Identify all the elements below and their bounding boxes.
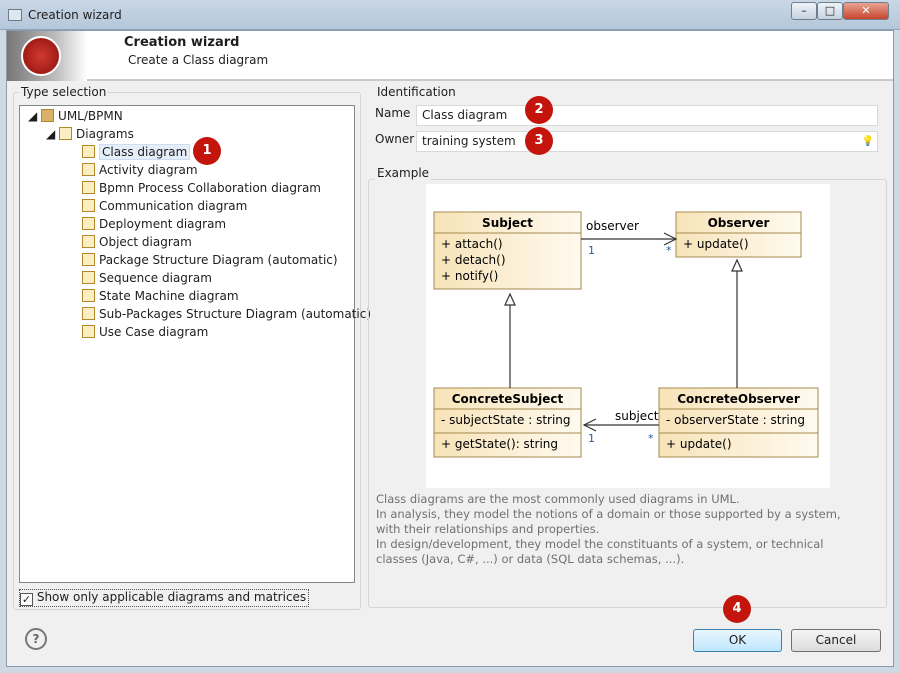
type-selection-group — [13, 92, 361, 610]
step-badge-1: 1 — [193, 137, 221, 165]
logo-icon — [21, 36, 61, 76]
step-badge-3: 3 — [525, 127, 553, 155]
close-button[interactable]: ✕ — [843, 2, 889, 20]
class-member: + attach() — [441, 237, 503, 251]
multiplicity: 1 — [588, 432, 595, 445]
diagrams-folder-icon — [59, 127, 73, 140]
step-badge-2: 2 — [525, 96, 553, 124]
diagram-type-icon — [82, 181, 95, 194]
arrowhead-icon — [663, 232, 678, 246]
generalization-triangle-icon — [504, 292, 516, 306]
diagram-type-icon — [82, 307, 95, 320]
class-member: + getState(): string — [441, 437, 558, 451]
show-applicable-checkbox[interactable]: ✓ Show only applicable diagrams and matr… — [19, 589, 310, 607]
name-input[interactable]: Class diagram — [416, 105, 878, 126]
wizard-dialog: Creation wizard Create a Class diagram T… — [6, 30, 894, 667]
wizard-header: Creation wizard Create a Class diagram — [7, 31, 893, 81]
owner-label: Owner — [375, 132, 415, 146]
title-bar: Creation wizard – □ ✕ — [0, 0, 900, 30]
tree-item-diagram-type[interactable]: Bpmn Process Collaboration diagram — [82, 179, 321, 197]
class-member: + update() — [666, 437, 732, 451]
diagram-description: Class diagrams are the most commonly use… — [376, 492, 841, 566]
class-name: ConcreteSubject — [452, 392, 564, 406]
diagram-type-icon — [82, 199, 95, 212]
tree-item-diagram-type[interactable]: Object diagram — [82, 233, 192, 251]
step-badge-4: 4 — [723, 595, 751, 623]
ok-button[interactable]: OK — [693, 629, 782, 652]
tree-item-diagram-type[interactable]: Use Case diagram — [82, 323, 208, 341]
diagram-type-icon — [82, 289, 95, 302]
multiplicity: * — [666, 244, 672, 257]
class-box — [675, 211, 802, 258]
type-selection-label: Type selection — [19, 85, 109, 99]
diagram-type-icon — [82, 253, 95, 266]
expand-arrow-icon[interactable]: ◢ — [28, 109, 42, 123]
class-member: + detach() — [441, 253, 506, 267]
diagram-type-icon — [82, 235, 95, 248]
multiplicity: 1 — [588, 244, 595, 257]
diagram-type-icon — [82, 325, 95, 338]
role-observer: observer — [586, 219, 639, 233]
class-name: Subject — [482, 216, 533, 230]
tree-item-diagram-type[interactable]: Communication diagram — [82, 197, 247, 215]
example-group — [368, 179, 887, 608]
identification-label: Identification — [375, 85, 458, 99]
tree-item-diagram-type[interactable]: Activity diagram — [82, 161, 198, 179]
uml-class: ConcreteSubject - subjectState : string + … — [433, 387, 582, 458]
class-box — [658, 387, 819, 458]
class-name: ConcreteObserver — [677, 392, 800, 406]
tree-node-diagrams[interactable]: ◢ Diagrams — [46, 127, 134, 141]
tree-node-uml-bpmn[interactable]: ◢ UML/BPMN — [28, 109, 123, 123]
class-member: - subjectState : string — [441, 413, 571, 427]
tree-item-diagram-type[interactable]: Sequence diagram — [82, 269, 212, 287]
tree-item-diagram-type[interactable]: State Machine diagram — [82, 287, 239, 305]
expand-arrow-icon[interactable]: ◢ — [46, 127, 60, 141]
diagram-type-icon — [82, 145, 95, 158]
generalization-triangle-icon — [731, 258, 743, 272]
app-icon — [8, 9, 22, 21]
class-member: - observerState : string — [666, 413, 805, 427]
tree-item-diagram-type[interactable]: Sub-Packages Structure Diagram (automati… — [82, 305, 371, 323]
diagram-type-icon — [82, 163, 95, 176]
arrowhead-icon — [582, 418, 597, 432]
example-class-diagram: Subject + attach() + detach() + notify() Obs… — [426, 184, 830, 488]
window-title: Creation wizard — [28, 8, 122, 22]
header-subtitle: Create a Class diagram — [128, 53, 269, 67]
class-member: + notify() — [441, 269, 498, 283]
cancel-button[interactable]: Cancel — [791, 629, 881, 652]
example-label: Example — [375, 166, 432, 180]
package-icon — [41, 109, 55, 122]
uml-class: Subject + attach() + detach() + notify() — [433, 211, 582, 290]
tree-item-diagram-type[interactable]: Deployment diagram — [82, 215, 226, 233]
tree-item-diagram-type[interactable]: Class diagram — [82, 143, 191, 161]
diagram-type-icon — [82, 271, 95, 284]
class-box — [433, 387, 582, 458]
uml-class: ConcreteObserver - observerState : string… — [658, 387, 819, 458]
tree-item-diagram-type[interactable]: Package Structure Diagram (automatic) — [82, 251, 338, 269]
multiplicity: * — [648, 432, 654, 445]
checkbox-checked-icon[interactable]: ✓ — [20, 593, 33, 606]
class-member: + update() — [683, 237, 749, 251]
uml-class: Observer + update() — [675, 211, 802, 258]
role-subject: subject — [615, 409, 659, 423]
class-box — [433, 211, 582, 290]
help-button[interactable]: ? — [25, 628, 47, 650]
class-name: Observer — [708, 216, 770, 230]
diagram-type-icon — [82, 217, 95, 230]
lightbulb-icon[interactable]: 💡 — [861, 136, 874, 147]
maximize-button[interactable]: □ — [817, 2, 843, 20]
name-label: Name — [375, 106, 411, 120]
minimize-button[interactable]: – — [791, 2, 817, 20]
owner-input[interactable]: training system💡 — [416, 131, 878, 152]
header-title: Creation wizard — [124, 35, 240, 50]
wizard-logo — [7, 31, 87, 81]
